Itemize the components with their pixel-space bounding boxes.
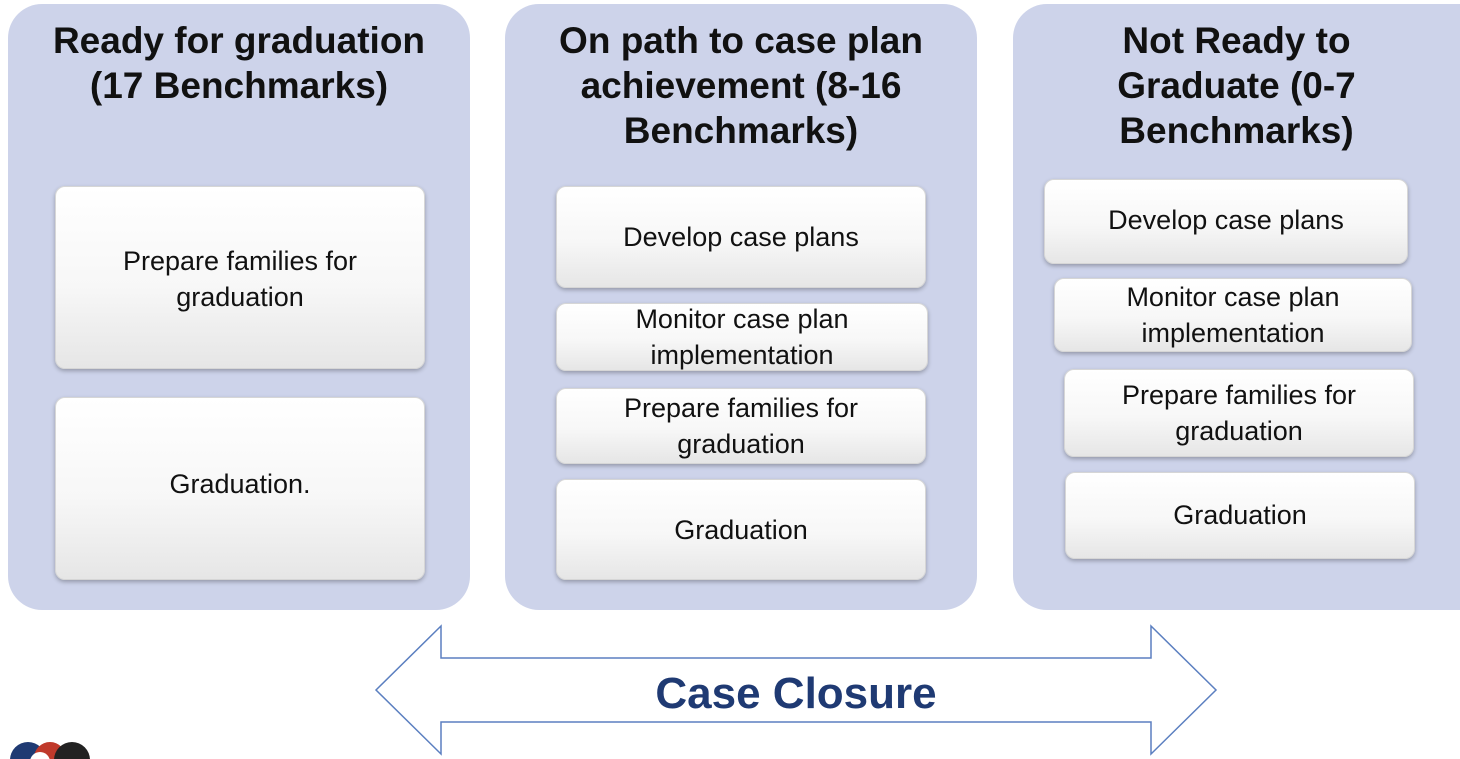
stage-card-label: Monitor case plan implementation (635, 304, 849, 370)
stage-card-label: Prepare families for graduation (1121, 380, 1357, 446)
organization-logo-icon (10, 742, 90, 759)
stage-card-label: Develop case plans (1108, 205, 1344, 235)
column-title: On path to case plan achievement (8-16 B… (559, 20, 923, 151)
stage-card-prepare-families: Prepare families for graduation (55, 186, 425, 369)
stage-card-monitor-implementation: Monitor case plan implementation (556, 303, 928, 371)
stage-card-label: Develop case plans (623, 222, 859, 252)
stage-card-label: Prepare families for graduation (623, 393, 859, 459)
stage-card-develop-case-plans: Develop case plans (556, 186, 926, 288)
double-arrow-icon (374, 624, 1218, 756)
column-title: Not Ready to Graduate (0-7 Benchmarks) (1117, 20, 1356, 151)
stage-card-graduation: Graduation (1065, 472, 1415, 559)
stage-card-develop-case-plans: Develop case plans (1044, 179, 1408, 264)
stage-card-prepare-families: Prepare families for graduation (556, 388, 926, 464)
stage-card-label: Monitor case plan implementation (1126, 282, 1340, 348)
column-title: Ready for graduation (17 Benchmarks) (52, 20, 426, 106)
stage-card-prepare-families: Prepare families for graduation (1064, 369, 1414, 457)
stage-card-label: Graduation (1173, 500, 1307, 530)
stage-card-graduation: Graduation (556, 479, 926, 580)
stage-card-label: Prepare families for graduation (122, 246, 358, 312)
stage-card-monitor-implementation: Monitor case plan implementation (1054, 278, 1412, 352)
stage-card-graduation: Graduation. (55, 397, 425, 580)
stage-card-label: Graduation (674, 514, 808, 545)
case-closure-label: Case Closure (655, 669, 937, 718)
stage-card-label: Graduation. (169, 469, 311, 499)
